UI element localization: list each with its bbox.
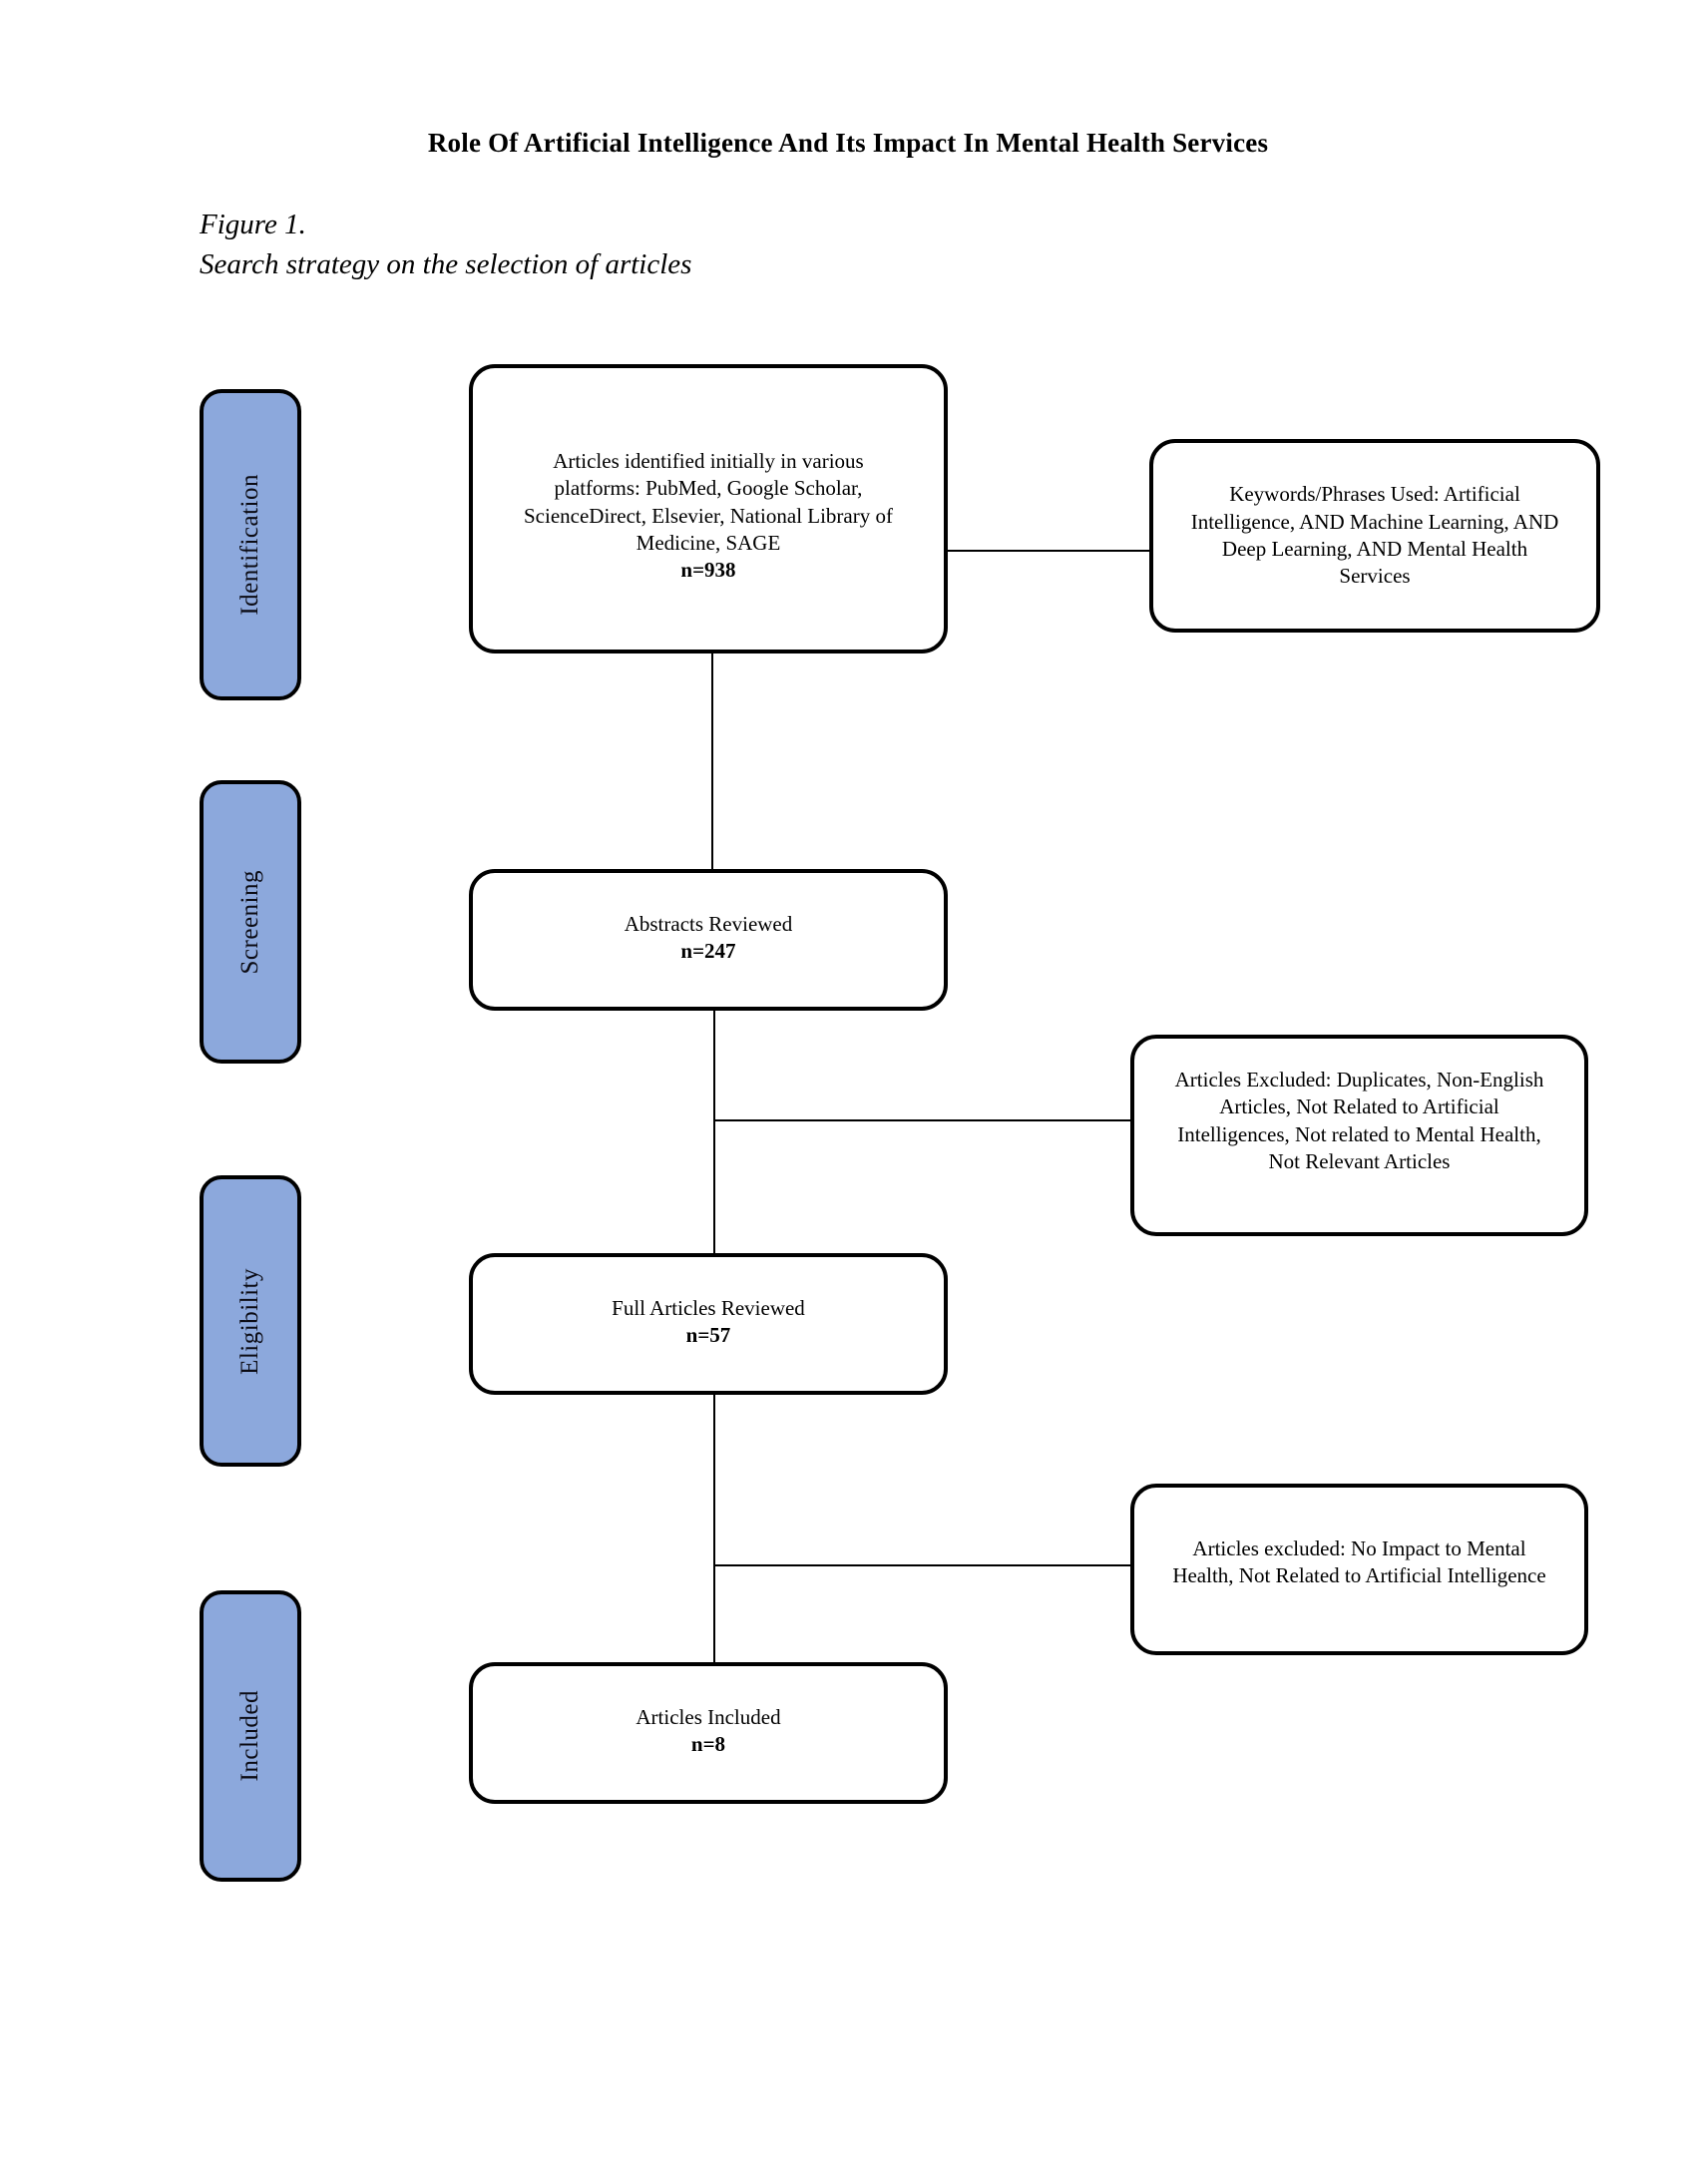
stage-bar-screening: Screening	[200, 780, 301, 1064]
flow-box-articles-included: Articles Included n=8	[469, 1662, 948, 1804]
full-articles-label: Full Articles Reviewed	[612, 1296, 805, 1320]
flow-box-articles-included-text: Articles Included n=8	[622, 1666, 794, 1759]
flow-box-keywords: Keywords/Phrases Used: Artificial Intell…	[1149, 439, 1600, 633]
flow-box-full-articles-reviewed-text: Full Articles Reviewed n=57	[598, 1257, 819, 1350]
excluded-screening-line-4: Not Relevant Articles	[1268, 1148, 1451, 1173]
stage-label-screening: Screening	[236, 869, 263, 975]
flow-box-articles-identified-text: Articles identified initially in various…	[510, 368, 907, 584]
flow-box-excluded-eligibility-text: Articles excluded: No Impact to Mental H…	[1158, 1488, 1559, 1590]
figure-caption: Figure 1. Search strategy on the selecti…	[200, 205, 1097, 284]
excluded-eligibility-line-1: Articles excluded: No Impact to Mental	[1192, 1536, 1526, 1560]
flow-box-keywords-text: Keywords/Phrases Used: Artificial Intell…	[1177, 481, 1573, 590]
connector-full-articles-to-included	[713, 1395, 715, 1663]
identified-line-3: ScienceDirect, Elsevier, National Librar…	[523, 503, 893, 528]
flow-box-abstracts-reviewed: Abstracts Reviewed n=247	[469, 869, 948, 1011]
abstracts-count: n=247	[680, 939, 736, 964]
connector-identified-to-abstracts	[711, 652, 713, 869]
full-articles-count: n=57	[685, 1323, 731, 1348]
identified-line-1: Articles identified initially in various	[553, 449, 864, 473]
connector-full-articles-to-excluded-eligibility	[713, 1564, 1130, 1566]
connector-identified-to-keywords	[946, 550, 1149, 552]
excluded-screening-line-2: Articles, Not Related to Artificial	[1219, 1094, 1499, 1119]
keywords-line-4: Services	[1339, 564, 1411, 589]
keywords-line-3: Deep Learning, AND Mental Health	[1221, 537, 1528, 561]
figure-number: Figure 1.	[200, 209, 306, 240]
page-title: Role Of Artificial Intelligence And Its …	[427, 128, 1269, 158]
identified-line-2: platforms: PubMed, Google Scholar,	[554, 476, 863, 501]
flow-box-articles-identified: Articles identified initially in various…	[469, 364, 948, 654]
keywords-line-1: Keywords/Phrases Used: Artificial	[1229, 482, 1520, 507]
connector-abstracts-to-full-articles	[713, 1011, 715, 1254]
identified-count: n=938	[680, 558, 736, 583]
excluded-screening-line-3: Intelligences, Not related to Mental Hea…	[1177, 1121, 1541, 1146]
keywords-line-2: Intelligence, AND Machine Learning, AND	[1190, 509, 1559, 534]
stage-label-eligibility: Eligibility	[236, 1267, 263, 1375]
flow-box-excluded-screening: Articles Excluded: Duplicates, Non-Engli…	[1130, 1035, 1588, 1236]
stage-bar-eligibility: Eligibility	[200, 1175, 301, 1467]
excluded-eligibility-line-2: Health, Not Related to Artificial Intell…	[1172, 1563, 1546, 1588]
figure-caption-text: Search strategy on the selection of arti…	[200, 248, 692, 281]
flow-box-excluded-eligibility: Articles excluded: No Impact to Mental H…	[1130, 1484, 1588, 1655]
flow-box-full-articles-reviewed: Full Articles Reviewed n=57	[469, 1253, 948, 1395]
excluded-screening-line-1: Articles Excluded: Duplicates, Non-Engli…	[1174, 1068, 1544, 1092]
identified-line-4: Medicine, SAGE	[636, 530, 781, 555]
flow-box-abstracts-reviewed-text: Abstracts Reviewed n=247	[611, 873, 807, 966]
flow-box-excluded-screening-text: Articles Excluded: Duplicates, Non-Engli…	[1161, 1039, 1558, 1175]
stage-bar-included: Included	[200, 1590, 301, 1882]
abstracts-label: Abstracts Reviewed	[624, 912, 793, 936]
connector-abstracts-to-excluded-screening	[713, 1119, 1130, 1121]
stage-label-identification: Identification	[236, 474, 263, 616]
included-label: Articles Included	[636, 1705, 781, 1729]
stage-label-included: Included	[236, 1690, 263, 1782]
included-count: n=8	[690, 1732, 726, 1757]
stage-bar-identification: Identification	[200, 389, 301, 700]
